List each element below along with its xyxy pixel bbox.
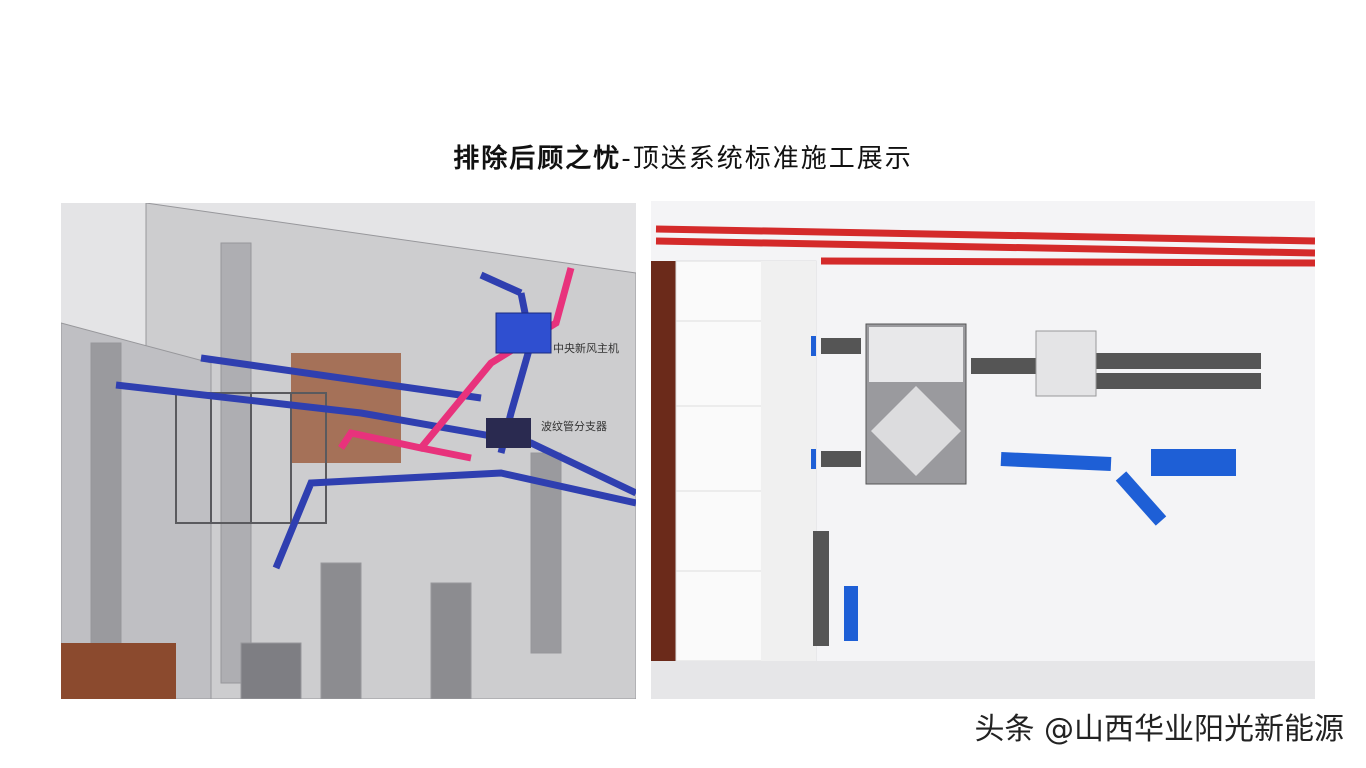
duct-layout-3d-rendering: 中央新风主机 波纹管分支器: [61, 203, 636, 699]
slide-title: 排除后顾之忧-顶送系统标准施工展示: [0, 138, 1366, 175]
duct-diagram-svg: [61, 203, 636, 699]
label-branch: 波纹管分支器: [541, 420, 607, 433]
installation-photo: [651, 201, 1315, 699]
label-main-unit: 中央新风主机: [553, 342, 619, 355]
title-bold: 排除后顾之忧: [453, 144, 622, 174]
title-rest: -顶送系统标准施工展示: [621, 144, 913, 174]
branch-box: [486, 418, 531, 448]
supply-ducts: [115, 271, 636, 570]
watermark: 头条 @山西华业阳光新能源: [974, 712, 1344, 747]
main-unit-box: [495, 312, 552, 354]
installation-photo-svg: [651, 201, 1315, 699]
exhaust-ducts: [338, 267, 575, 462]
